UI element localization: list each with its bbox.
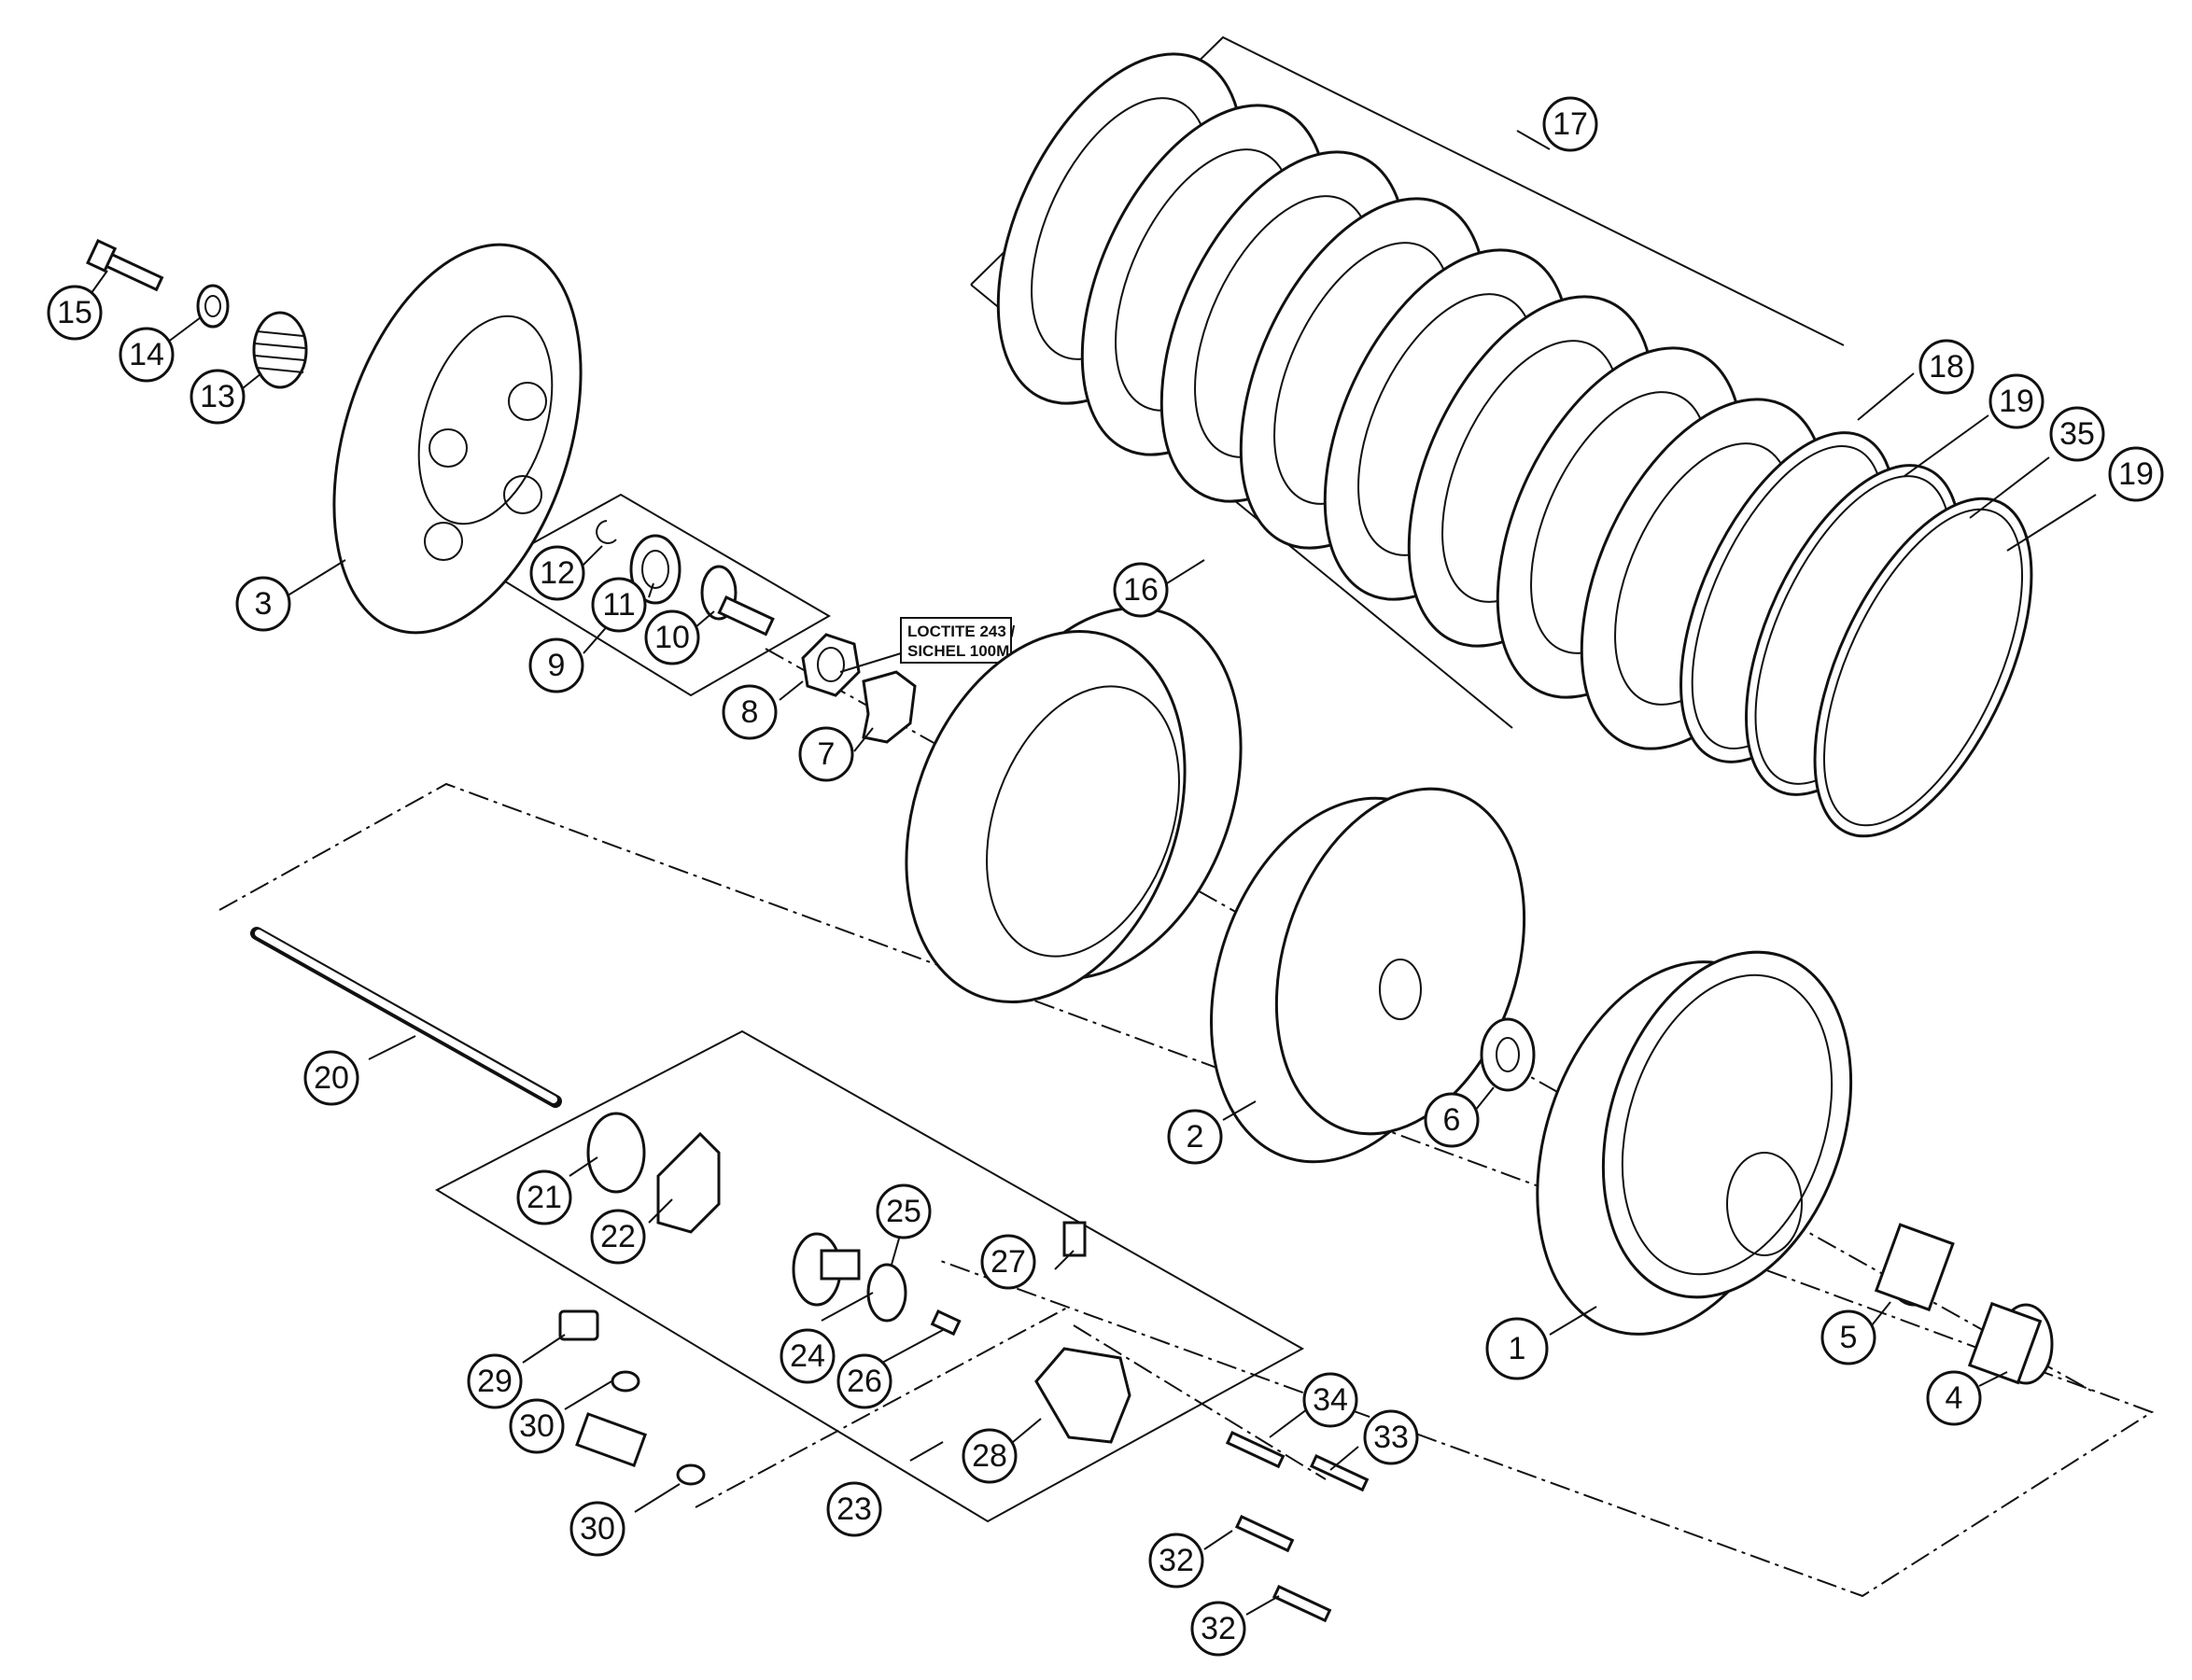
callout-4: 4 [1926,1370,1982,1426]
nut-and-washer [801,633,917,744]
svg-text:29: 29 [477,1364,513,1399]
outer-basket [1536,950,2054,1385]
callout-16: 16 [1113,562,1169,618]
svg-text:7: 7 [818,736,836,772]
callout-21: 21 [516,1169,572,1225]
svg-text:4: 4 [1946,1380,1963,1416]
svg-text:9: 9 [548,648,566,683]
callout-7: 7 [798,726,854,782]
loctite-note: LOCTITE 243 / SICHEL 100M [839,617,1016,673]
svg-text:13: 13 [200,379,235,414]
callout-34: 34 [1302,1372,1358,1428]
inner-hub [1210,787,1536,1164]
svg-text:10: 10 [654,620,690,655]
svg-text:15: 15 [57,295,92,330]
callout-12: 12 [529,545,585,601]
callout-14: 14 [119,327,175,383]
svg-text:34: 34 [1313,1382,1348,1418]
callout-8: 8 [722,684,778,740]
svg-text:32: 32 [1159,1543,1194,1578]
callout-26: 26 [836,1353,892,1409]
pressure-plate [332,243,583,635]
callout-30-b: 30 [569,1501,625,1557]
svg-text:5: 5 [1840,1320,1858,1355]
bolts [1225,1431,1370,1623]
svg-text:17: 17 [1553,106,1588,142]
callout-30-a: 30 [509,1398,565,1454]
callout-2: 2 [1167,1109,1223,1165]
svg-text:23: 23 [836,1491,872,1527]
svg-text:19: 19 [1999,384,2034,419]
callout-6: 6 [1424,1092,1480,1148]
callout-1: 1 [1485,1317,1549,1380]
svg-text:26: 26 [847,1364,882,1399]
callout-5: 5 [1820,1309,1876,1365]
callout-9: 9 [528,637,584,693]
clutch-plates [996,52,2033,838]
svg-text:24: 24 [790,1338,825,1374]
svg-text:35: 35 [2059,416,2095,452]
callout-33: 33 [1363,1409,1419,1465]
slave-cylinder-parts [586,1112,1131,1444]
callouts: 1 2 3 4 5 6 7 8 9 10 11 12 13 14 15 16 1… [47,96,2164,1657]
callout-10: 10 [644,609,700,665]
callout-24: 24 [780,1328,836,1384]
svg-text:30: 30 [580,1511,615,1547]
svg-text:28: 28 [972,1438,1007,1474]
note-line-2: SICHEL 100M [907,642,1009,660]
spring-hardware [86,239,308,389]
callout-32-b: 32 [1190,1601,1246,1657]
callout-35: 35 [2049,406,2105,462]
callout-18: 18 [1918,339,1974,395]
svg-text:1: 1 [1509,1331,1526,1366]
svg-text:21: 21 [527,1180,562,1215]
callout-3: 3 [235,576,291,632]
callout-29: 29 [467,1353,523,1409]
svg-text:16: 16 [1123,572,1159,608]
svg-text:32: 32 [1201,1611,1236,1646]
svg-text:2: 2 [1187,1119,1204,1155]
svg-text:27: 27 [991,1244,1026,1280]
note-line-1: LOCTITE 243 / [907,623,1016,640]
callout-11: 11 [591,577,647,633]
callout-20: 20 [303,1050,359,1106]
svg-text:11: 11 [602,587,635,623]
svg-text:6: 6 [1443,1102,1461,1138]
callout-19-b: 19 [2108,446,2164,502]
callout-28: 28 [962,1428,1018,1484]
svg-text:33: 33 [1373,1420,1409,1455]
callout-25: 25 [876,1183,932,1239]
push-rod [250,927,562,1108]
callout-23: 23 [826,1481,882,1537]
plate-pack [905,607,1243,1003]
svg-text:12: 12 [540,555,575,591]
svg-text:3: 3 [255,586,273,622]
svg-text:30: 30 [519,1408,555,1444]
release-parts [596,520,775,637]
callout-22: 22 [590,1209,646,1265]
callout-27: 27 [980,1234,1036,1290]
callout-13: 13 [190,369,246,425]
svg-text:8: 8 [741,694,759,730]
svg-text:25: 25 [886,1194,921,1229]
callout-17: 17 [1542,96,1598,152]
svg-text:19: 19 [2118,456,2154,492]
svg-text:18: 18 [1929,349,1964,385]
callout-19-a: 19 [1988,373,2044,429]
svg-text:22: 22 [600,1219,636,1254]
banjo-fitting [558,1309,706,1486]
callout-32-a: 32 [1148,1533,1204,1589]
svg-text:20: 20 [314,1060,349,1096]
callout-15: 15 [47,285,103,341]
svg-text:14: 14 [129,337,164,372]
